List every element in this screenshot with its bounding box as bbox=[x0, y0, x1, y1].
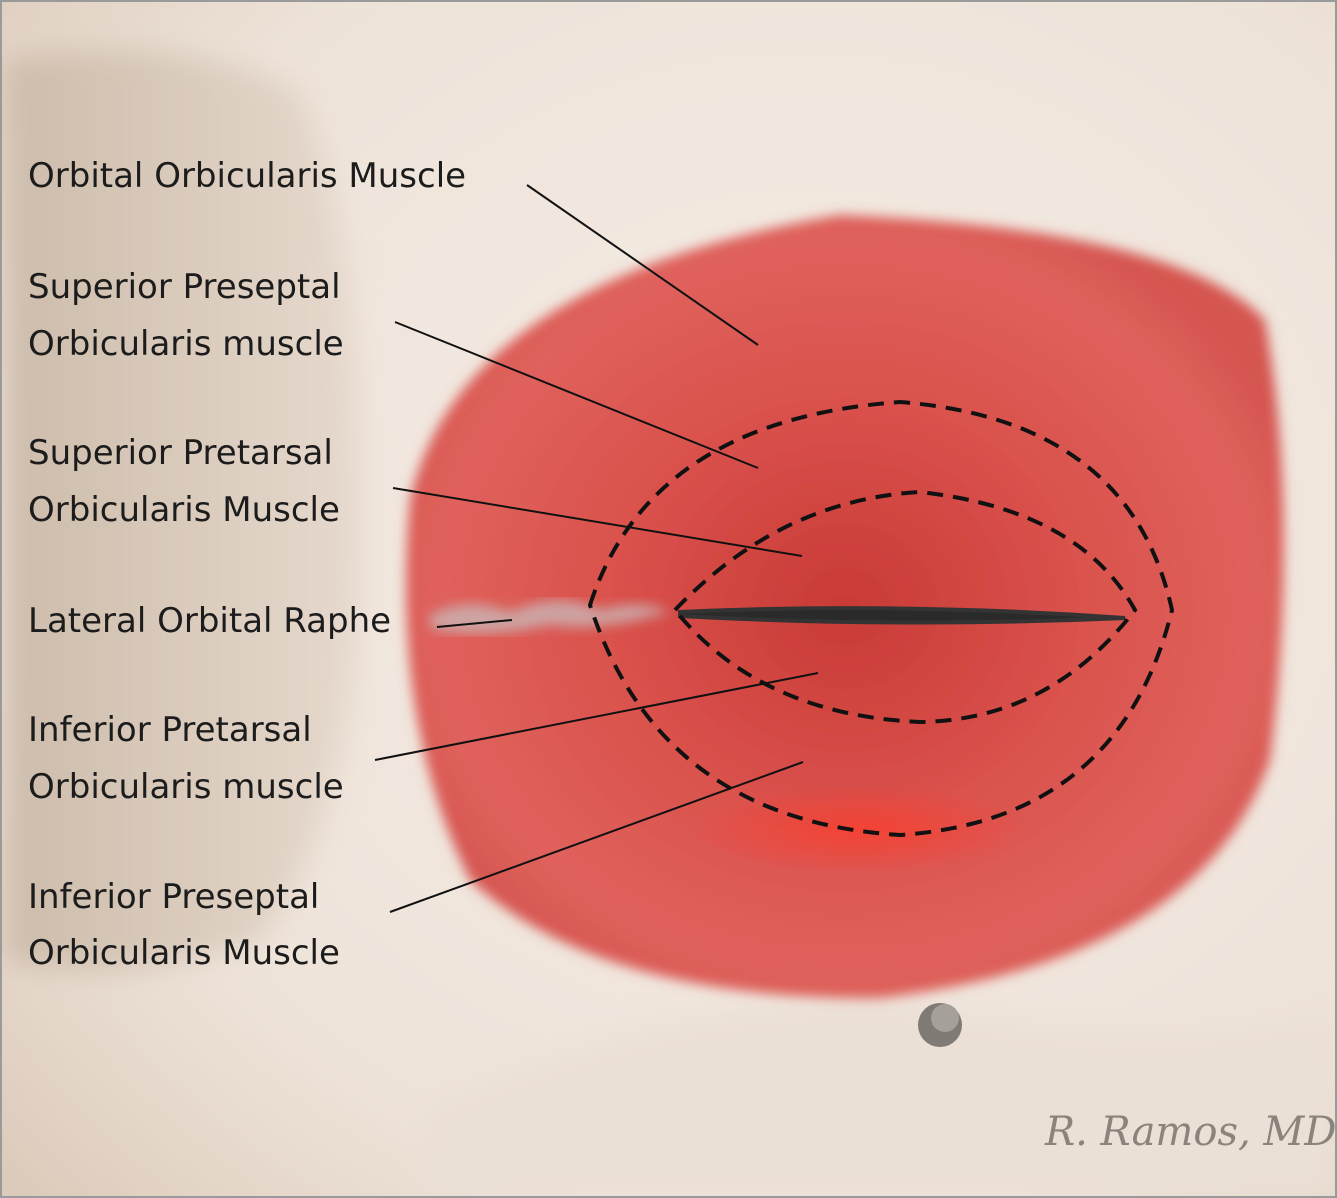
leader-line-raphe bbox=[436, 619, 513, 628]
lateral-raphe bbox=[430, 600, 670, 634]
leader-line-inf-preseptal bbox=[389, 761, 804, 913]
label-inf-pretarsal-2: Orbicularis muscle bbox=[28, 767, 344, 807]
leader-line-sup-preseptal bbox=[394, 321, 759, 469]
label-raphe: Lateral Orbital Raphe bbox=[28, 601, 391, 641]
palpebral-fissure bbox=[678, 606, 1126, 625]
leader-line-inf-pretarsal bbox=[374, 672, 819, 761]
leader-lines bbox=[374, 184, 819, 913]
orbital-rim-shadow bbox=[5, 50, 362, 972]
label-sup-pretarsal-2: Orbicularis Muscle bbox=[28, 490, 340, 530]
label-sup-pretarsal-1: Superior Pretarsal bbox=[28, 433, 333, 473]
leader-line-orbital bbox=[526, 184, 759, 346]
preseptal-boundary bbox=[587, 399, 1175, 838]
label-inf-preseptal-1: Inferior Preseptal bbox=[28, 877, 319, 917]
inferior-highlight bbox=[690, 785, 1030, 875]
foramen-highlight bbox=[931, 1004, 959, 1032]
label-sup-preseptal-1: Superior Preseptal bbox=[28, 267, 341, 307]
cheek-shading bbox=[420, 999, 1337, 1198]
label-orbital: Orbital Orbicularis Muscle bbox=[28, 156, 466, 196]
artist-signature: R. Ramos, MD bbox=[1044, 1109, 1336, 1155]
leader-line-sup-pretarsal bbox=[392, 487, 803, 557]
label-sup-preseptal-2: Orbicularis muscle bbox=[28, 324, 344, 364]
label-inf-pretarsal-1: Inferior Pretarsal bbox=[28, 710, 312, 750]
label-inf-preseptal-2: Orbicularis Muscle bbox=[28, 933, 340, 973]
pretarsal-boundary bbox=[672, 489, 1138, 725]
